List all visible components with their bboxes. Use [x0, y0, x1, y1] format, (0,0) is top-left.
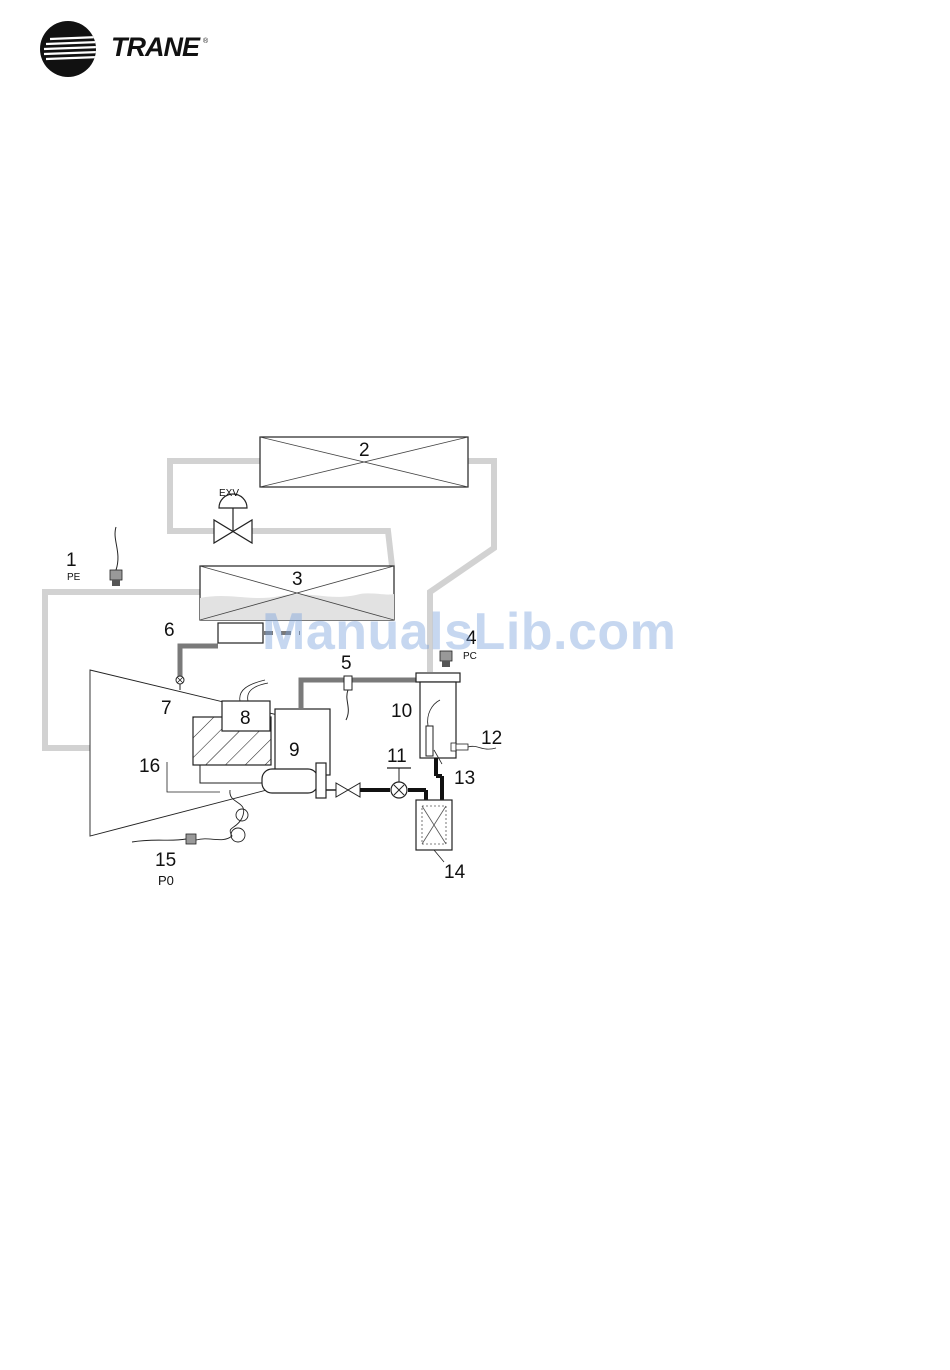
- label-1: 1: [66, 550, 77, 571]
- temperature-sensor-icon: [344, 676, 352, 720]
- label-12: 12: [481, 728, 502, 749]
- label-8: 8: [240, 708, 251, 729]
- label-6: 6: [164, 620, 175, 641]
- label-pe: PE: [67, 572, 81, 583]
- label-16: 16: [139, 756, 160, 777]
- oil-return-line: [326, 758, 442, 800]
- pressure-transducer-icon: [110, 527, 122, 586]
- watermark: ManualsLib.com: [262, 602, 676, 662]
- leader-line-16: [167, 762, 220, 792]
- label-exv: EXV: [219, 488, 239, 499]
- expansion-valve-icon: [214, 494, 252, 543]
- label-3: 3: [292, 569, 303, 590]
- solenoid-valve-icon: [387, 768, 411, 798]
- label-11: 11: [387, 746, 407, 767]
- motor-block: [193, 680, 271, 765]
- label-9: 9: [289, 740, 300, 761]
- pressure-transducer-icon: [132, 790, 248, 844]
- label-10: 10: [391, 701, 412, 722]
- label-7: 7: [161, 698, 172, 719]
- label-p0: P0: [158, 873, 174, 888]
- oil-filter: [416, 800, 452, 862]
- label-15: 15: [155, 850, 176, 871]
- label-14: 14: [444, 862, 466, 883]
- label-13: 13: [454, 768, 475, 789]
- label-2: 2: [359, 440, 370, 461]
